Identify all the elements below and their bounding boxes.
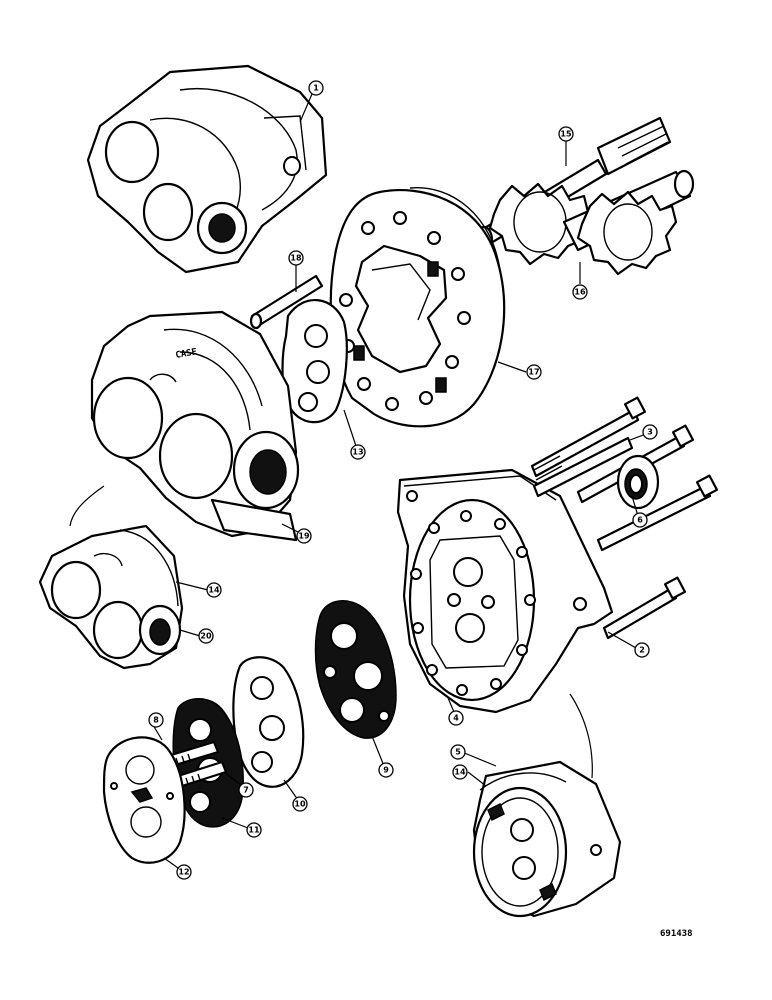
svg-text:19: 19 <box>298 532 310 541</box>
callout-17: 17 <box>526 364 542 380</box>
svg-text:17: 17 <box>528 368 539 377</box>
callout-7: 7 <box>238 782 254 798</box>
wear-plate-part <box>102 736 186 864</box>
callout-4: 4 <box>448 710 464 726</box>
svg-text:1: 1 <box>313 84 319 93</box>
port-cover-19-part: CASE <box>90 310 300 542</box>
svg-text:3: 3 <box>647 428 653 437</box>
assembly-arrow-right <box>569 693 593 779</box>
callout-6: 6 <box>632 512 648 528</box>
gasket-9-part <box>314 600 397 739</box>
gear-shafts-part <box>474 116 695 276</box>
small-cover-part <box>38 524 184 670</box>
callout-9: 9 <box>378 762 394 778</box>
callout-14-lower: 14 <box>452 764 468 780</box>
figure-reference-number: 691438 <box>660 929 693 939</box>
pump-assembly-part <box>86 64 328 274</box>
svg-text:20: 20 <box>200 632 212 641</box>
pump-body-part <box>396 468 614 714</box>
svg-text:5: 5 <box>455 748 461 757</box>
callout-20: 20 <box>198 628 214 644</box>
callout-8: 8 <box>148 712 164 728</box>
svg-text:10: 10 <box>294 800 306 809</box>
svg-text:14: 14 <box>454 768 466 777</box>
callout-13: 13 <box>350 444 366 460</box>
svg-text:8: 8 <box>153 716 159 725</box>
svg-text:6: 6 <box>637 516 643 525</box>
callout-5: 5 <box>450 744 466 760</box>
svg-text:9: 9 <box>383 766 389 775</box>
svg-text:15: 15 <box>560 130 572 139</box>
casting-mark-19: CASE <box>175 347 198 361</box>
studs-part <box>166 740 228 788</box>
callout-14-upper: 14 <box>206 582 222 598</box>
svg-text:12: 12 <box>178 868 189 877</box>
callout-11: 11 <box>246 822 262 838</box>
svg-text:11: 11 <box>248 826 260 835</box>
gasket-13-part <box>281 299 348 424</box>
gear-housing-part <box>329 187 506 428</box>
callout-19: 19 <box>296 528 312 544</box>
callout-18: 18 <box>288 250 304 266</box>
bottom-housing-part <box>472 760 622 918</box>
svg-text:13: 13 <box>352 448 363 457</box>
svg-text:16: 16 <box>574 288 586 297</box>
bolts-part <box>530 396 719 640</box>
svg-text:2: 2 <box>639 646 645 655</box>
callout-15: 15 <box>558 126 574 142</box>
callout-leaders <box>149 93 647 869</box>
svg-text:4: 4 <box>453 714 459 723</box>
callout-12: 12 <box>176 864 192 880</box>
callout-1: 1 <box>308 80 324 96</box>
callout-2: 2 <box>634 642 650 658</box>
svg-text:7: 7 <box>243 786 249 795</box>
dowel-pin-part <box>249 274 324 330</box>
callout-3: 3 <box>642 424 658 440</box>
svg-text:18: 18 <box>290 254 302 263</box>
callout-10: 10 <box>292 796 308 812</box>
assembly-arrow-left <box>69 485 105 527</box>
callout-16: 16 <box>572 284 588 300</box>
gasket-10-part <box>232 656 305 788</box>
shaft-seal-part <box>616 454 660 510</box>
svg-text:14: 14 <box>208 586 220 595</box>
